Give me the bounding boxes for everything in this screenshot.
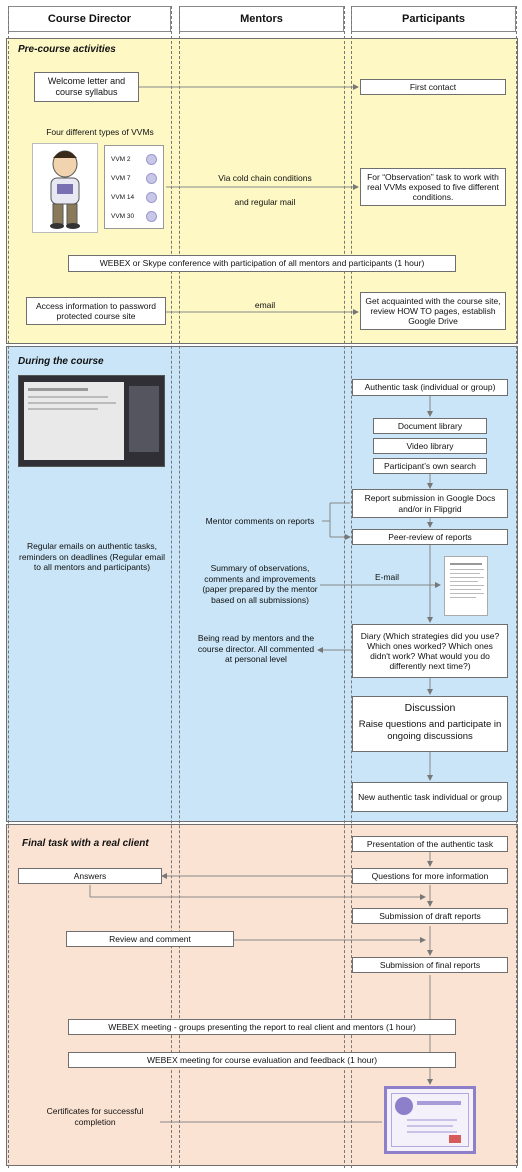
screenshot-page	[24, 382, 124, 460]
questions-box: Questions for more information	[352, 868, 508, 884]
peer-review-box: Peer-review of reports	[352, 529, 508, 545]
lane-header-participants: Participants	[351, 6, 516, 32]
get-acquainted-box: Get acquainted with the course site, rev…	[360, 292, 506, 330]
discussion-body: Raise questions and participate in ongoi…	[358, 719, 502, 742]
phase-title-during: During the course	[18, 356, 104, 367]
lane-divider	[179, 6, 180, 1168]
webex-conference-box: WEBEX or Skype conference with participa…	[68, 255, 456, 272]
mentor-comments-label: Mentor comments on reports	[205, 516, 315, 526]
screenshot-sidebar	[129, 386, 159, 452]
lane-title: Course Director	[47, 13, 132, 25]
vvm-row: VVM 7	[111, 169, 157, 188]
vvm-label: VVM 7	[111, 175, 131, 182]
report-submission-box: Report submission in Google Docs and/or …	[352, 489, 508, 518]
being-read-text: Being read by mentors and the course dir…	[197, 633, 315, 665]
draft-reports-box: Submission of draft reports	[352, 908, 508, 924]
discussion-box: Discussion Raise questions and participa…	[352, 696, 508, 752]
vvm-indicator-icon	[146, 173, 157, 184]
lane-divider	[171, 6, 172, 1168]
document-library-box: Document library	[373, 418, 487, 434]
welcome-letter-box: Welcome letter and course syllabus	[34, 72, 139, 102]
email-label-during: E-mail	[374, 572, 400, 582]
vvm-indicator-icon	[146, 154, 157, 165]
summary-document-icon	[444, 556, 488, 616]
regular-mail-label: and regular mail	[234, 197, 296, 207]
vvm-row: VVM 30	[111, 207, 157, 226]
mascot-icon	[50, 150, 80, 229]
video-library-box: Video library	[373, 438, 487, 454]
review-comment-box: Review and comment	[66, 931, 234, 947]
final-reports-box: Submission of final reports	[352, 957, 508, 973]
vvm-heading: Four different types of VVMs	[46, 127, 154, 137]
certificate-icon	[384, 1086, 476, 1154]
vvm-label: VVM 2	[111, 156, 131, 163]
observation-task-box: For “Observation” task to work with real…	[360, 168, 506, 206]
answers-box: Answers	[18, 868, 162, 884]
regular-emails-text: Regular emails on authentic tasks, remin…	[19, 541, 165, 573]
phase-title-final: Final task with a real client	[22, 838, 149, 849]
lane-divider	[516, 6, 517, 1168]
lane-divider	[351, 6, 352, 1168]
lane-divider	[8, 6, 9, 1168]
vvm-indicator-icon	[146, 192, 157, 203]
vvm-row: VVM 2	[111, 150, 157, 169]
diary-box: Diary (Which strategies did you use? Whi…	[352, 624, 508, 678]
webex-evaluation-box: WEBEX meeting for course evaluation and …	[68, 1052, 456, 1068]
email-label: email	[254, 300, 276, 310]
vvm-types-card: VVM 2 VVM 7 VVM 14 VVM 30	[104, 145, 164, 229]
certificates-text: Certificates for successful completion	[46, 1106, 144, 1127]
vvm-label: VVM 14	[111, 194, 135, 201]
presentation-box: Presentation of the authentic task	[352, 836, 508, 852]
access-info-box: Access information to password protected…	[26, 297, 166, 325]
lane-title: Mentors	[240, 13, 283, 25]
summary-text: Summary of observations, comments and im…	[202, 563, 318, 605]
own-search-box: Participant’s own search	[373, 458, 487, 474]
lane-header-course-director: Course Director	[8, 6, 171, 32]
first-contact-box: First contact	[360, 79, 506, 95]
lane-divider	[344, 6, 345, 1168]
cold-chain-label: Via cold chain conditions	[218, 173, 312, 183]
course-site-screenshot	[18, 375, 165, 467]
discussion-title: Discussion	[404, 702, 456, 714]
phase-title-pre: Pre-course activities	[18, 44, 116, 55]
vvm-mascot-illustration	[32, 143, 98, 233]
vvm-row: VVM 14	[111, 188, 157, 207]
webex-meeting-box: WEBEX meeting - groups presenting the re…	[68, 1019, 456, 1035]
lane-title: Participants	[402, 13, 465, 25]
new-authentic-task-box: New authentic task individual or group	[352, 782, 508, 812]
vvm-label: VVM 30	[111, 213, 135, 220]
vvm-indicator-icon	[146, 211, 157, 222]
authentic-task-box: Authentic task (individual or group)	[352, 379, 508, 396]
